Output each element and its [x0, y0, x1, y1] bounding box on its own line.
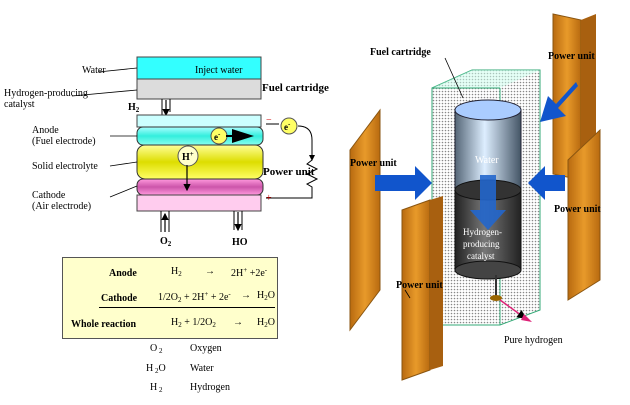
- label-anode-line1: Anode: [32, 125, 59, 136]
- label-h2: H2: [128, 102, 140, 114]
- reaction-cathode-name: Cathode: [101, 293, 138, 304]
- label-catalyst-line2: catalyst: [4, 99, 35, 110]
- label-water: Water: [82, 65, 106, 76]
- reaction-whole-rhs: H2O: [257, 317, 275, 329]
- label-power-unit-bottom-panel: Power unit: [396, 280, 443, 291]
- proton-symbol: H+: [182, 150, 194, 163]
- reaction-anode-lhs: H2: [171, 266, 182, 278]
- label-right-fuel-cartridge: Fuel cartridge: [370, 47, 431, 58]
- reaction-whole-name: Whole reaction: [71, 319, 137, 330]
- electron-symbol-external: e-: [284, 120, 291, 132]
- label-o2: O2: [160, 236, 172, 248]
- legend-meaning-water: Water: [190, 363, 214, 374]
- electrolyte-layer: [136, 144, 264, 180]
- label-inject-water: Inject water: [195, 65, 243, 76]
- reaction-anode-arrow: →: [205, 266, 215, 277]
- reaction-divider: [99, 307, 275, 308]
- label-right-catalyst-line2: producing: [463, 239, 500, 249]
- reaction-whole-lhs: H2 + 1/2O2: [171, 317, 216, 329]
- electron-symbol: e-: [214, 130, 221, 142]
- catalyst-layer: [136, 78, 262, 100]
- legend-meaning-oxygen: Oxygen: [190, 343, 222, 354]
- reaction-table: Anode H2 → 2H+ +2e- Cathode 1/2O2 + 2H+ …: [62, 257, 278, 339]
- minus-sign: −: [266, 115, 272, 126]
- reaction-cathode-lhs: 1/2O2 + 2H+ + 2e-: [158, 290, 231, 304]
- plus-sign: +: [266, 193, 272, 204]
- reaction-cathode-rhs: H2O: [257, 290, 275, 302]
- reaction-anode-name: Anode: [109, 268, 137, 279]
- label-right-water: Water: [475, 155, 499, 166]
- label-power-unit-right-panel: Power unit: [554, 204, 601, 215]
- arrow-left: [375, 166, 432, 200]
- label-power-unit-left-panel: Power unit: [350, 158, 397, 169]
- power-unit-panel-right: [567, 128, 601, 301]
- legend-symbol-h2o: H 2O: [146, 363, 166, 375]
- label-right-catalyst-line3: catalyst: [467, 251, 495, 261]
- label-pure-hydrogen: Pure hydrogen: [504, 335, 563, 346]
- power-unit-panel-left: [349, 108, 381, 332]
- reaction-cathode-arrow: →: [241, 290, 251, 301]
- label-ho: HO: [232, 237, 248, 248]
- label-right-catalyst-line1: Hydrogen-: [463, 227, 502, 237]
- label-cathode-line2: (Air electrode): [32, 201, 92, 212]
- reaction-whole-arrow: →: [233, 317, 243, 328]
- label-cathode-line1: Cathode: [32, 190, 66, 201]
- legend-symbol-o2: O 2: [150, 343, 163, 355]
- cathode-air-layer: [136, 194, 262, 212]
- cathode-layer: [136, 178, 264, 196]
- legend-symbol-h2: H 2: [150, 382, 163, 394]
- label-electrolyte: Solid electrolyte: [32, 161, 98, 172]
- reaction-anode-rhs: 2H+ +2e-: [231, 266, 268, 279]
- arrow-right: [528, 166, 565, 200]
- arrow-top-right: [540, 82, 578, 122]
- label-catalyst-line1: Hydrogen-producing: [4, 88, 88, 99]
- label-anode-line2: (Fuel electrode): [32, 136, 96, 147]
- label-power-unit-top-right: Power unit: [548, 51, 595, 62]
- legend-meaning-hydrogen: Hydrogen: [190, 382, 230, 393]
- label-fuel-cartridge: Fuel cartridge: [262, 82, 329, 94]
- label-power-unit-left: Power unit: [263, 166, 315, 178]
